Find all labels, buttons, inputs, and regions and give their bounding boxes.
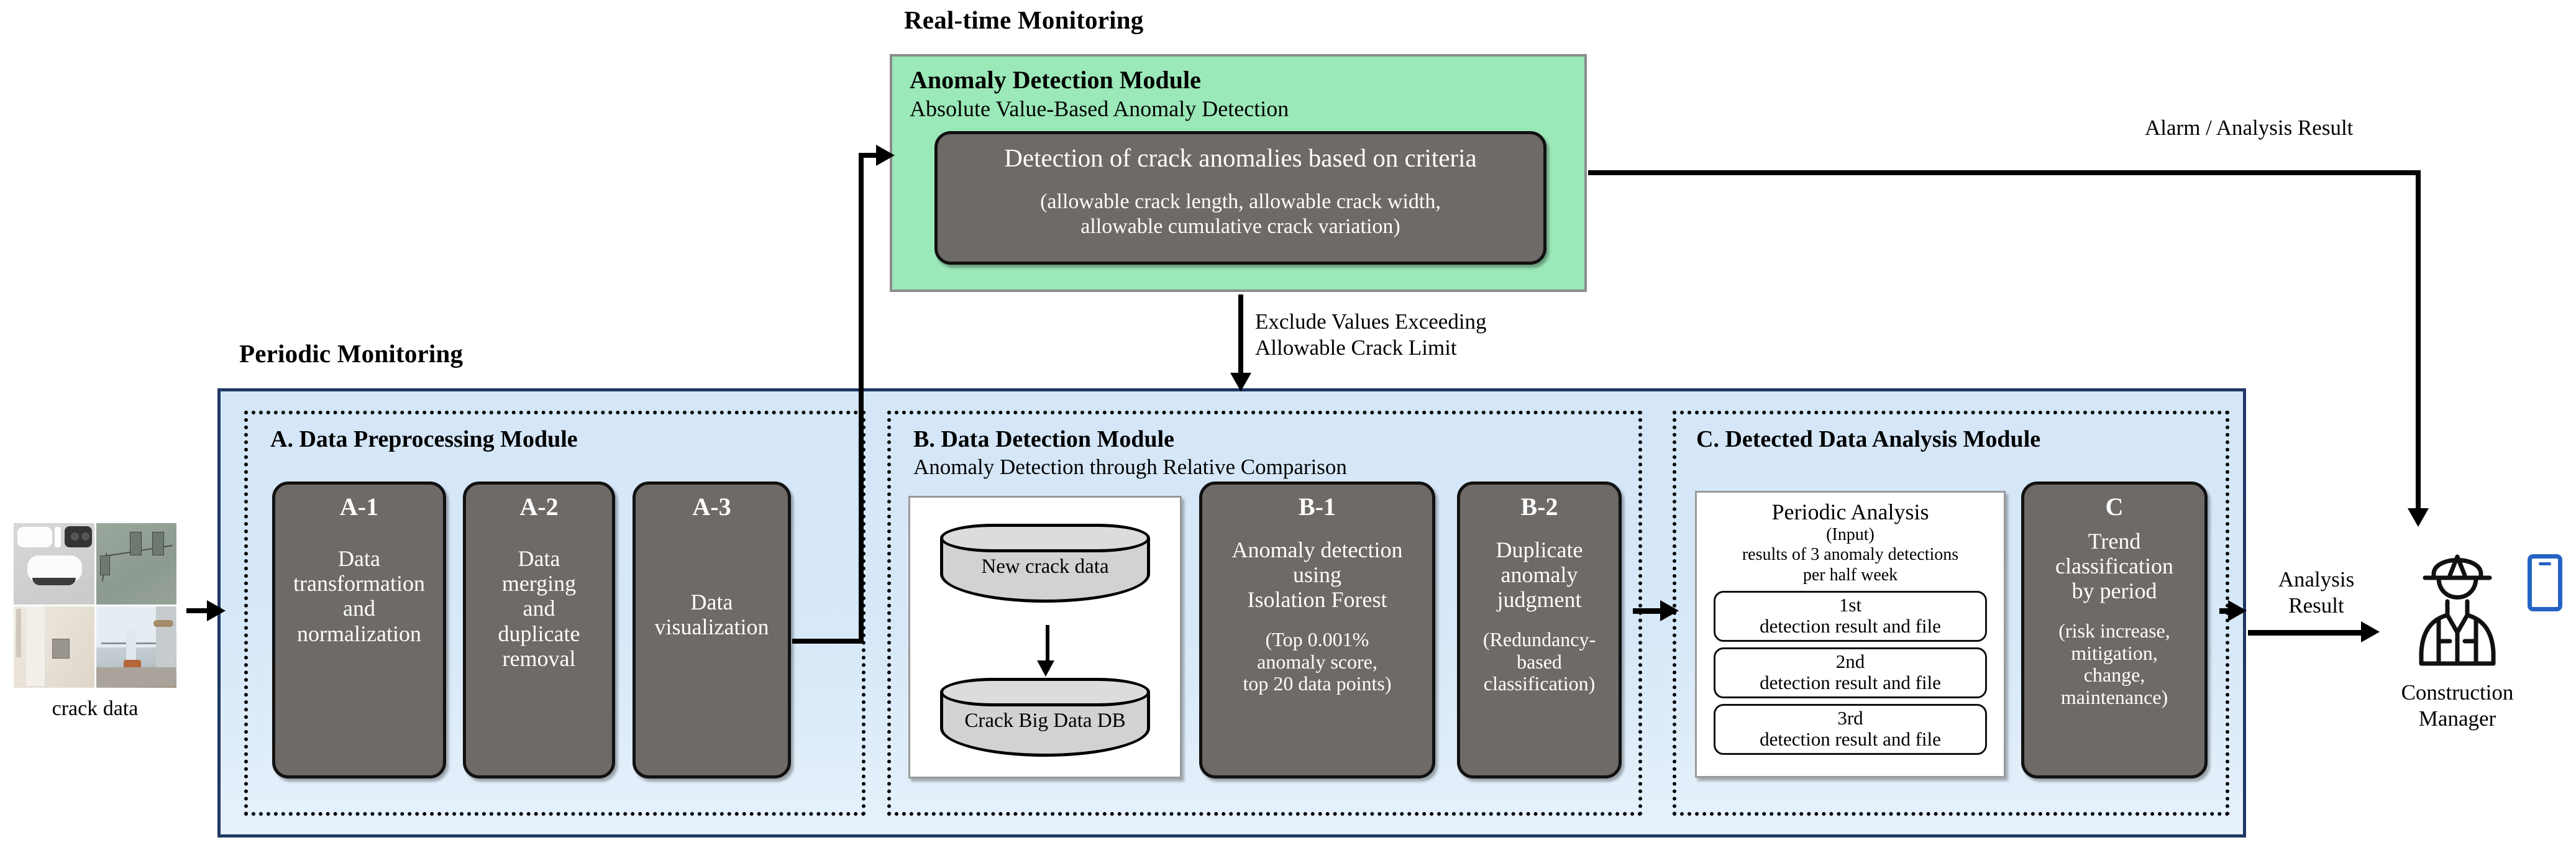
flow-analysis-result-arrow-icon [2361, 621, 2380, 642]
step-b-2[interactable]: B-2 Duplicate anomaly judgment (Redundan… [1457, 481, 1622, 778]
construction-manager-caption: Construction Manager [2355, 680, 2560, 732]
module-b-subtitle: Anomaly Detection through Relative Compa… [913, 455, 1347, 479]
step-b-1-note: (Top 0.001% anomaly score, top 20 data p… [1243, 628, 1392, 695]
flow-exclude-label-line1: Exclude Values Exceeding [1255, 309, 1487, 334]
detection-result-2[interactable]: 2nd detection result and file [1714, 647, 1987, 699]
construction-manager-icon [2419, 554, 2496, 666]
flow-alarm-horizontal [1588, 170, 2421, 175]
manager-caption-line1: Construction [2401, 680, 2514, 705]
flow-analysis-result-line2: Result [2288, 593, 2344, 618]
step-c-tag: C [2105, 493, 2124, 521]
flow-exclude-label-line2: Allowable Crack Limit [1255, 335, 1457, 360]
step-a-1-tag: A-1 [339, 493, 379, 521]
detection-result-2-text: detection result and file [1760, 671, 1941, 693]
detection-result-3[interactable]: 3rd detection result and file [1714, 704, 1987, 755]
new-crack-data-label: New crack data [981, 555, 1109, 578]
step-c-trend[interactable]: C Trend classification by period (risk i… [2021, 481, 2208, 778]
flow-c-to-edge-line [2219, 608, 2234, 614]
absolute-detection-note-line1: (allowable crack length, allowable crack… [1040, 189, 1441, 213]
crack-thumb-floor-crack [96, 606, 176, 688]
crack-thumb-sensor-device [14, 523, 94, 605]
flow-analysis-result-line [2248, 630, 2366, 636]
periodic-analysis-title: Periodic Analysis [1771, 500, 1929, 524]
flow-input-to-panel-arrow-icon [207, 600, 226, 621]
module-a-title: A. Data Preprocessing Module [270, 426, 578, 452]
detection-result-3-text: detection result and file [1760, 728, 1941, 750]
mobile-phone-icon [2528, 554, 2562, 611]
realtime-section-title: Real-time Monitoring [904, 6, 1144, 34]
step-b-1-tag: B-1 [1299, 493, 1336, 521]
flow-analysis-result-label: Analysis Result [2260, 567, 2372, 619]
realtime-monitoring-panel: Anomaly Detection Module Absolute Value-… [890, 54, 1587, 292]
flow-b-to-c-arrow-icon [1660, 600, 1679, 621]
absolute-detection-note-line2: allowable cumulative crack variation) [1080, 214, 1400, 238]
step-a-2[interactable]: A-2 Data merging and duplicate removal [463, 481, 615, 778]
module-b-title: B. Data Detection Module [913, 426, 1175, 452]
db-connector-arrow-icon [1037, 660, 1054, 677]
periodic-analysis-panel: Periodic Analysis (Input) results of 3 a… [1695, 491, 2006, 778]
new-crack-data-cylinder: New crack data [910, 524, 1180, 603]
crack-thumb-wall-crack-gauge [96, 523, 176, 605]
flow-b-to-c-line [1633, 608, 1670, 614]
step-b-2-tag: B-2 [1520, 493, 1558, 521]
anomaly-detection-module-title: Anomaly Detection Module [910, 66, 1201, 94]
step-c-note: (risk increase, mitigation, change, main… [2058, 619, 2170, 709]
flow-alarm-label: Alarm / Analysis Result [2145, 116, 2354, 140]
crack-big-data-db-label: Crack Big Data DB [964, 710, 1126, 732]
flow-c-to-edge-arrow-icon [2228, 600, 2247, 621]
step-b-2-body: Duplicate anomaly judgment [1496, 537, 1583, 613]
absolute-detection-headline: Detection of crack anomalies based on cr… [1004, 144, 1477, 172]
anomaly-detection-module-subtitle: Absolute Value-Based Anomaly Detection [910, 96, 1289, 121]
flow-a3-to-realtime-v [859, 153, 864, 644]
periodic-analysis-desc-line1: results of 3 anomaly detections [1742, 545, 1959, 565]
flow-alarm-arrow-icon [2408, 508, 2429, 527]
periodic-analysis-input-label: (Input) [1826, 525, 1875, 544]
flow-analysis-result-line1: Analysis [2278, 567, 2355, 591]
manager-caption-line2: Manager [2418, 706, 2496, 731]
flow-exclude-arrow-icon [1230, 373, 1251, 391]
flow-exclude-label: Exclude Values Exceeding Allowable Crack… [1255, 309, 1487, 361]
step-b-1-body: Anomaly detection using Isolation Forest [1231, 537, 1403, 613]
crack-big-data-db-cylinder: Crack Big Data DB [910, 678, 1180, 757]
step-b-2-note: (Redundancy- based classification) [1482, 628, 1596, 695]
detection-result-3-ordinal: 3rd [1837, 707, 1863, 729]
crack-database-panel: New crack data Crack Big Data DB [908, 496, 1182, 778]
crack-data-caption: crack data [52, 697, 139, 720]
step-b-1[interactable]: B-1 Anomaly detection using Isolation Fo… [1199, 481, 1435, 778]
step-a-1[interactable]: A-1 Data transformation and normalizatio… [272, 481, 446, 778]
detection-result-1-ordinal: 1st [1838, 594, 1862, 616]
flow-a3-to-realtime-h2 [859, 153, 884, 158]
db-connector-line [1046, 625, 1049, 664]
module-a-container [244, 411, 866, 816]
detection-result-1[interactable]: 1st detection result and file [1714, 591, 1987, 642]
flow-a3-to-realtime-arrow-icon [876, 145, 895, 166]
periodic-section-title: Periodic Monitoring [239, 339, 464, 368]
detection-result-1-text: detection result and file [1760, 614, 1941, 637]
absolute-detection-process-box[interactable]: Detection of crack anomalies based on cr… [934, 131, 1546, 265]
crack-thumb-interior-wall [14, 606, 94, 688]
flow-exclude-vertical [1238, 294, 1243, 383]
detection-result-2-ordinal: 2nd [1835, 650, 1865, 673]
step-a-3[interactable]: A-3 Data visualization [633, 481, 791, 778]
flow-alarm-vertical [2416, 170, 2421, 516]
step-a-2-tag: A-2 [519, 493, 559, 521]
module-c-title: C. Detected Data Analysis Module [1696, 426, 2041, 452]
step-a-2-body: Data merging and duplicate removal [498, 545, 580, 672]
step-c-body: Trend classification by period [2055, 528, 2173, 604]
crack-data-thumbnails [14, 523, 176, 688]
flow-input-to-panel-line [186, 608, 209, 613]
flow-a3-to-realtime-h1 [792, 639, 864, 644]
periodic-analysis-desc-line2: per half week [1802, 565, 1898, 585]
step-a-1-body: Data transformation and normalization [293, 545, 425, 646]
step-a-3-body: Data visualization [654, 589, 769, 640]
step-a-3-tag: A-3 [692, 493, 731, 521]
